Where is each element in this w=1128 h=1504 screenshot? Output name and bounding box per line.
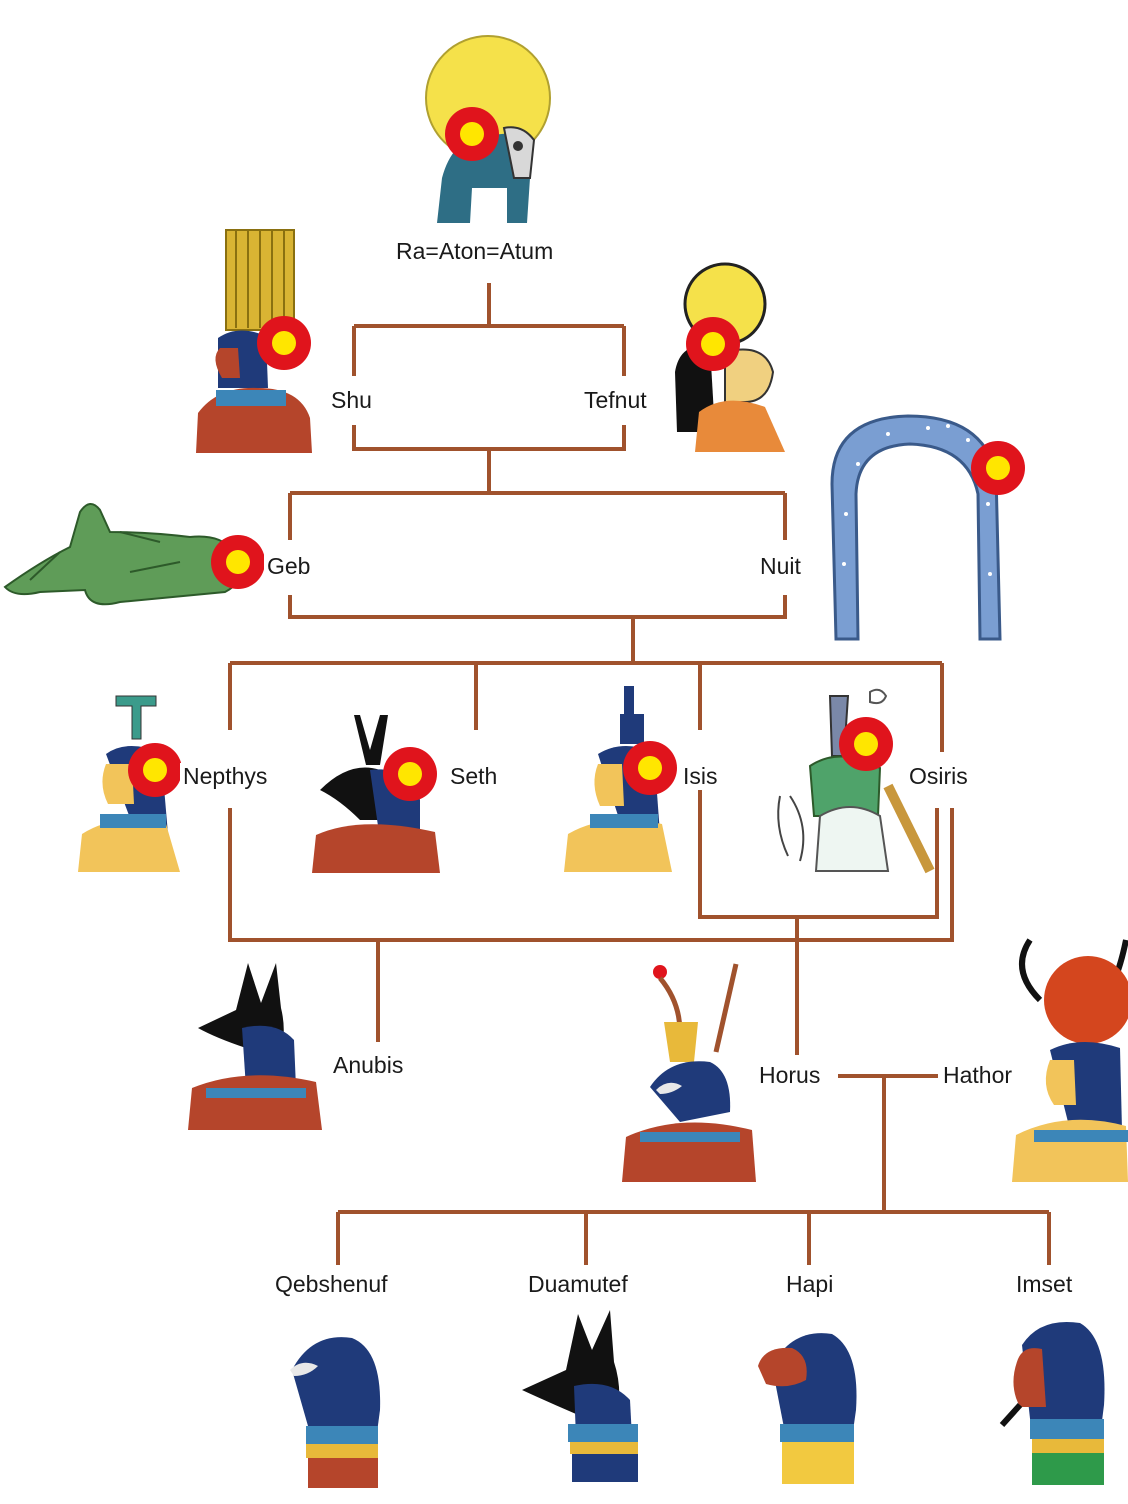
- label-nepthys: Nepthys: [180, 763, 271, 789]
- label-qebshenuf: Qebshenuf: [272, 1271, 391, 1297]
- hapi-figure: [752, 1326, 862, 1486]
- connector-shu-tefnut-union: [352, 425, 626, 451]
- flower-icon: [128, 743, 182, 797]
- flower-icon: [623, 741, 677, 795]
- arched-sky-goddess-icon: [830, 414, 1025, 641]
- label-duamutef: Duamutef: [525, 1271, 631, 1297]
- connector-nepthys-osiris-union: [228, 808, 954, 942]
- label-osiris: Osiris: [906, 763, 971, 789]
- flower-icon: [445, 107, 499, 161]
- reclining-earth-god-icon: [3, 503, 265, 606]
- connector-ra-to-children: [352, 283, 626, 376]
- green-god-atef-crown-icon: [777, 688, 935, 874]
- flower-icon: [383, 747, 437, 801]
- nuit-figure: [818, 404, 1033, 644]
- cow-horns-sun-disk-icon: [1012, 938, 1128, 1182]
- seth-figure: [310, 710, 445, 875]
- jackal-head-icon: [522, 1310, 638, 1482]
- qebshenuf-figure: [282, 1330, 392, 1490]
- flower-icon: [257, 316, 311, 370]
- anubis-figure: [186, 958, 326, 1133]
- flower-icon: [211, 535, 265, 589]
- label-anubis: Anubis: [330, 1052, 407, 1078]
- isis-figure: [562, 684, 677, 874]
- connector-to-four-children: [228, 617, 944, 752]
- label-tefnut: Tefnut: [581, 387, 650, 413]
- label-hathor: Hathor: [940, 1062, 1016, 1088]
- label-isis: Isis: [680, 763, 721, 789]
- falcon-head-icon: [290, 1337, 381, 1488]
- label-ra: Ra=Aton=Atum: [393, 238, 557, 264]
- flower-icon: [839, 717, 893, 771]
- connector-to-geb-nuit: [288, 449, 787, 540]
- label-geb: Geb: [264, 553, 314, 579]
- geb-figure: [0, 492, 270, 617]
- falcon-double-crown-icon: [622, 963, 756, 1182]
- label-seth: Seth: [447, 763, 501, 789]
- imset-figure: [996, 1315, 1112, 1487]
- baboon-head-icon: [758, 1333, 857, 1484]
- goddess-throne-crown-icon: [564, 686, 677, 872]
- human-head-icon: [999, 1321, 1105, 1485]
- flower-icon: [971, 441, 1025, 495]
- duamutef-figure: [518, 1306, 648, 1484]
- connector-geb-nuit-union: [288, 595, 787, 619]
- label-shu: Shu: [328, 387, 375, 413]
- label-hapi: Hapi: [783, 1271, 837, 1297]
- nepthys-figure: [76, 694, 186, 874]
- lioness-goddess-icon: [675, 262, 785, 452]
- tefnut-figure: [665, 262, 795, 452]
- horus-figure: [620, 962, 760, 1184]
- shu-figure: [188, 228, 318, 453]
- plumed-god-icon: [196, 229, 312, 453]
- ra-figure: [412, 28, 572, 228]
- label-horus: Horus: [756, 1062, 824, 1088]
- label-imset: Imset: [1013, 1271, 1076, 1297]
- jackal-head-icon: [188, 963, 322, 1130]
- goddess-house-crown-icon: [78, 695, 182, 872]
- flower-icon: [686, 317, 740, 371]
- falcon-sun-disk-icon: [425, 35, 551, 223]
- seth-animal-head-icon: [312, 715, 440, 873]
- hathor-figure: [1010, 930, 1128, 1185]
- connector-isis-osiris-union: [698, 790, 939, 919]
- osiris-figure: [770, 686, 940, 876]
- connector-to-four-sons: [336, 1076, 1051, 1265]
- label-nuit: Nuit: [757, 553, 804, 579]
